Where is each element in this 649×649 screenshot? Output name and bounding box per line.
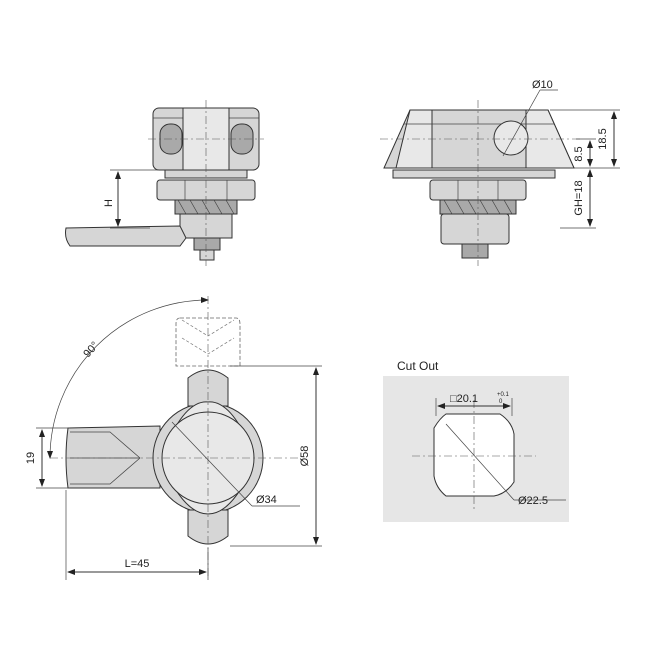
- screw-right: [461, 243, 489, 259]
- cutout-tol-upper: +0.1: [497, 392, 510, 398]
- front-view: Ø34 90° 19 L=45 Ø58: [25, 296, 322, 580]
- rotation-arc: [47, 297, 209, 459]
- side-view-left: H: [65, 100, 264, 266]
- hole-10: [493, 120, 529, 156]
- dim-h-label: H: [103, 199, 115, 207]
- dim-diameter-label: Ø58: [299, 446, 311, 467]
- dim-upper-label: 8.5: [573, 146, 585, 161]
- dim-total-label: 18.5: [597, 128, 609, 149]
- cam-block: [440, 213, 510, 245]
- cam-arm-front: [65, 425, 161, 489]
- dim-height-label: 19: [25, 452, 37, 464]
- dim-hole-label: Ø10: [532, 79, 553, 91]
- panel-plate: [392, 169, 556, 179]
- cutout-square-label: □20.1: [450, 393, 478, 405]
- cutout-panel: Cut Out □20.1 +0.1 0 Ø22.5: [383, 359, 569, 522]
- dim-body-label: Ø34: [256, 494, 277, 506]
- cutout-tol-lower: 0: [499, 399, 503, 405]
- screw-tip: [199, 249, 215, 261]
- dim-gh-label: GH=18: [573, 180, 585, 215]
- dim-angle-label: 90°: [81, 340, 101, 360]
- cam-arm: [65, 225, 187, 247]
- side-view-right: Ø10 18.5 8.5 GH=18: [380, 79, 620, 266]
- dim-length-label: L=45: [125, 558, 150, 570]
- rotated-handle-ghost: [175, 317, 241, 367]
- screw-head: [193, 237, 221, 251]
- cutout-title: Cut Out: [397, 359, 439, 373]
- cutout-diameter-label: Ø22.5: [518, 495, 548, 507]
